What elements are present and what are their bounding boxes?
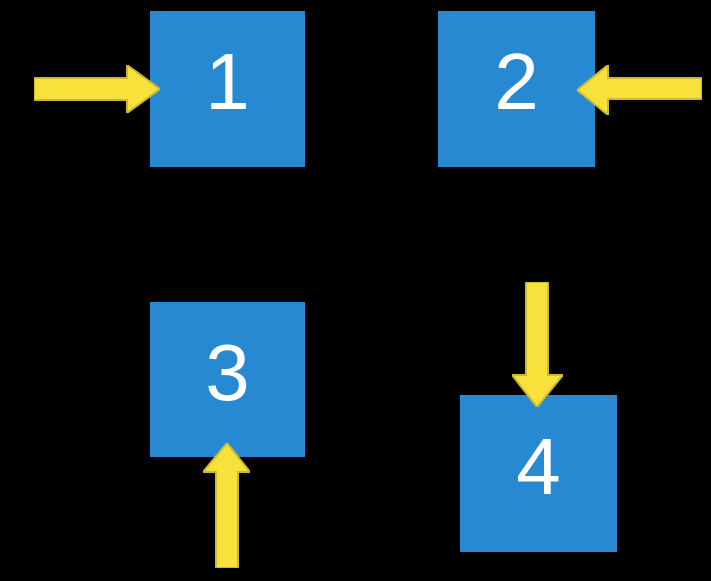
arrow-left-icon bbox=[577, 65, 702, 115]
square-3-number: 3 bbox=[205, 327, 250, 417]
square-1-number: 1 bbox=[205, 37, 250, 126]
square-4-number: 4 bbox=[516, 421, 561, 511]
square-2-number: 2 bbox=[494, 37, 539, 126]
square-2: 2 bbox=[438, 11, 595, 167]
square-4: 4 bbox=[460, 395, 617, 552]
arrow-right-icon bbox=[34, 65, 160, 113]
square-1: 1 bbox=[150, 11, 305, 167]
arrow-down-icon bbox=[512, 282, 563, 407]
arrow-up-icon bbox=[203, 443, 250, 568]
square-3: 3 bbox=[150, 302, 305, 457]
